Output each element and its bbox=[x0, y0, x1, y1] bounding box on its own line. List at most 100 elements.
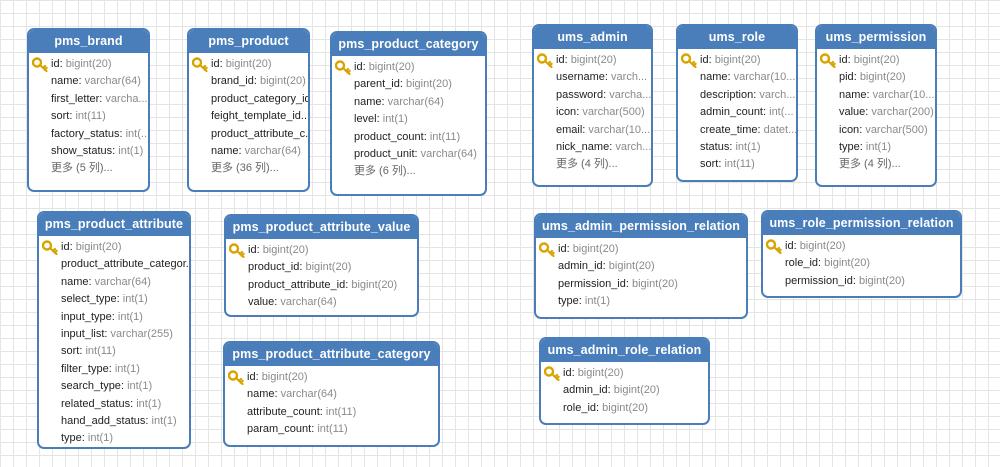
field-row[interactable]: admin_id: bigint(20) bbox=[563, 384, 660, 397]
field-row[interactable]: product_id: bigint(20) bbox=[248, 261, 352, 274]
more-columns-link[interactable]: 更多 (6 列)... bbox=[354, 165, 416, 178]
field-row[interactable]: factory_status: int(... bbox=[29, 126, 148, 143]
table-pms-product[interactable]: pms_product id: bigint(20) brand_id: bigin… bbox=[187, 28, 310, 192]
field-row[interactable]: name: varchar(64) bbox=[247, 388, 337, 401]
field-row[interactable]: icon: varchar(500) bbox=[839, 123, 928, 136]
field-row[interactable]: feight_template_id... bbox=[189, 108, 308, 125]
field-row[interactable]: value: varchar(64) bbox=[248, 296, 337, 309]
primary-key-field-row[interactable]: id: bigint(20) bbox=[332, 59, 485, 76]
table-ums-admin[interactable]: ums_admin id: bigint(20) username: varch..… bbox=[532, 24, 653, 187]
field-row[interactable]: email: varchar(10... bbox=[556, 123, 651, 136]
field-row[interactable]: input_list: varchar(255) bbox=[61, 327, 173, 340]
field-row[interactable]: parent_id: bigint(20) bbox=[354, 78, 452, 91]
table-title[interactable]: ums_role bbox=[678, 26, 796, 49]
table-pms-brand[interactable]: pms_brand id: bigint(20) name: varchar(64)… bbox=[27, 28, 150, 192]
field-row[interactable]: pid: bigint(20) bbox=[839, 71, 906, 84]
primary-key-field-row[interactable]: id: bigint(20) bbox=[763, 238, 960, 255]
field-row[interactable]: product_attribute_id: bigint(20) bbox=[248, 278, 398, 291]
field-row[interactable]: value: varchar(200) bbox=[839, 106, 934, 119]
table-fields: id: bigint(20) brand_id: bigint(20) produc… bbox=[189, 53, 308, 178]
table-title[interactable]: ums_admin bbox=[534, 26, 651, 49]
field-name: nick_name bbox=[556, 140, 610, 153]
field-row[interactable]: sort: int(11) bbox=[51, 110, 106, 123]
primary-key-field-row[interactable]: id: bigint(20) bbox=[189, 56, 308, 73]
primary-key-field-row[interactable]: id: bigint(20) bbox=[225, 369, 438, 386]
table-title[interactable]: pms_brand bbox=[29, 30, 148, 53]
table-ums-permission[interactable]: ums_permission id: bigint(20) pid: bigint(… bbox=[815, 24, 937, 187]
more-columns-link[interactable]: 更多 (36 列)... bbox=[211, 162, 279, 175]
field-row[interactable]: search_type: int(1) bbox=[61, 380, 153, 393]
field-row[interactable]: type: int(1) bbox=[61, 432, 113, 445]
field-row[interactable]: product_count: int(11) bbox=[354, 130, 461, 143]
field-name: id bbox=[354, 61, 363, 73]
field-row[interactable]: name: varchar(10... bbox=[700, 71, 796, 84]
field-row[interactable]: filter_type: int(1) bbox=[61, 362, 140, 375]
field-row[interactable]: product_category_id bbox=[189, 91, 308, 108]
table-pms-product-attribute-value[interactable]: pms_product_attribute_value id: bigint(20… bbox=[224, 214, 419, 317]
primary-key-icon bbox=[765, 239, 782, 255]
primary-key-field-row[interactable]: id: bigint(20) bbox=[541, 365, 708, 382]
field-row[interactable]: nick_name: varch... bbox=[556, 140, 651, 153]
field-row[interactable]: status: int(1) bbox=[700, 140, 761, 153]
primary-key-field-row[interactable]: id: bigint(20) bbox=[678, 52, 796, 69]
field-row[interactable]: show_status: int(1) bbox=[51, 144, 144, 157]
primary-key-field-row[interactable]: id: bigint(20) bbox=[29, 56, 148, 73]
field-row[interactable]: select_type: int(1) bbox=[61, 293, 148, 306]
field-row[interactable]: permission_id: bigint(20) bbox=[785, 274, 905, 287]
field-row[interactable]: role_id: bigint(20) bbox=[785, 257, 871, 270]
table-title[interactable]: ums_permission bbox=[817, 26, 935, 49]
primary-key-field-row[interactable]: id: bigint(20) bbox=[817, 52, 935, 69]
field-row[interactable]: permission_id: bigint(20) bbox=[558, 277, 678, 290]
field-row[interactable]: name: varchar(64) bbox=[354, 95, 444, 108]
table-ums-role[interactable]: ums_role id: bigint(20) name: varchar(10..… bbox=[676, 24, 798, 182]
field-row[interactable]: attribute_count: int(11) bbox=[247, 405, 357, 418]
more-columns-link[interactable]: 更多 (4 列)... bbox=[556, 158, 618, 171]
field-row[interactable]: create_time: datet... bbox=[700, 123, 796, 136]
field-row[interactable]: password: varcha... bbox=[556, 88, 651, 101]
table-pms-product-category[interactable]: pms_product_category id: bigint(20) parent… bbox=[330, 31, 487, 196]
field-row[interactable]: name: varchar(64) bbox=[61, 275, 151, 288]
primary-key-field-row[interactable]: id: bigint(20) bbox=[536, 241, 746, 258]
table-pms-product-attribute-category[interactable]: pms_product_attribute_category id: bigint… bbox=[223, 341, 440, 447]
table-ums-admin-permission-relation[interactable]: ums_admin_permission_relation id: bigint(… bbox=[534, 213, 748, 319]
field-row[interactable]: product_attribute_c... bbox=[189, 126, 308, 143]
field-row[interactable]: type: int(1) bbox=[839, 140, 891, 153]
more-columns-link[interactable]: 更多 (4 列)... bbox=[839, 158, 901, 171]
field-row[interactable]: type: int(1) bbox=[558, 295, 610, 308]
table-title[interactable]: pms_product_category bbox=[332, 33, 485, 56]
table-ums-role-permission-relation[interactable]: ums_role_permission_relation id: bigint(2… bbox=[761, 210, 962, 298]
field-row[interactable]: role_id: bigint(20) bbox=[563, 401, 649, 414]
primary-key-field-row[interactable]: id: bigint(20) bbox=[534, 52, 651, 69]
field-row[interactable]: product_attribute_categor... bbox=[39, 256, 189, 273]
table-title[interactable]: ums_admin_role_relation bbox=[541, 339, 708, 362]
table-title[interactable]: pms_product_attribute bbox=[39, 213, 189, 236]
field-row[interactable]: admin_count: int(... bbox=[700, 106, 794, 119]
field-row[interactable]: name: varchar(64) bbox=[51, 75, 141, 88]
field-row[interactable]: name: varchar(10... bbox=[839, 88, 935, 101]
field-row[interactable]: input_type: int(1) bbox=[61, 310, 143, 323]
table-title[interactable]: ums_admin_permission_relation bbox=[536, 215, 746, 238]
field-row[interactable]: product_unit: varchar(64) bbox=[354, 147, 477, 160]
more-columns-link[interactable]: 更多 (5 列)... bbox=[51, 162, 113, 175]
table-title[interactable]: pms_product_attribute_category bbox=[225, 343, 438, 366]
table-ums-admin-role-relation[interactable]: ums_admin_role_relation id: bigint(20) adm… bbox=[539, 337, 710, 425]
table-pms-product-attribute[interactable]: pms_product_attribute id: bigint(20)produ… bbox=[37, 211, 191, 449]
field-row[interactable]: description: varch... bbox=[700, 88, 796, 101]
field-row[interactable]: admin_id: bigint(20) bbox=[558, 260, 655, 273]
field-row[interactable]: username: varch... bbox=[556, 71, 648, 84]
primary-key-field-row[interactable]: id: bigint(20) bbox=[226, 242, 417, 259]
field-row[interactable]: sort: int(11) bbox=[700, 158, 755, 171]
field-row[interactable]: first_letter: varcha... bbox=[51, 92, 148, 105]
table-title[interactable]: pms_product bbox=[189, 30, 308, 53]
table-title[interactable]: ums_role_permission_relation bbox=[763, 212, 960, 235]
field-row[interactable]: sort: int(11) bbox=[61, 345, 116, 358]
field-row[interactable]: related_status: int(1) bbox=[61, 397, 162, 410]
field-row[interactable]: brand_id: bigint(20) bbox=[211, 75, 306, 88]
field-row[interactable]: icon: varchar(500) bbox=[556, 106, 645, 119]
field-row[interactable]: hand_add_status: int(1) bbox=[61, 414, 177, 427]
primary-key-field-row[interactable]: id: bigint(20) bbox=[39, 239, 189, 256]
field-row[interactable]: level: int(1) bbox=[354, 113, 408, 126]
table-title[interactable]: pms_product_attribute_value bbox=[226, 216, 417, 239]
field-row[interactable]: param_count: int(11) bbox=[247, 423, 348, 436]
field-row[interactable]: name: varchar(64) bbox=[211, 144, 301, 157]
